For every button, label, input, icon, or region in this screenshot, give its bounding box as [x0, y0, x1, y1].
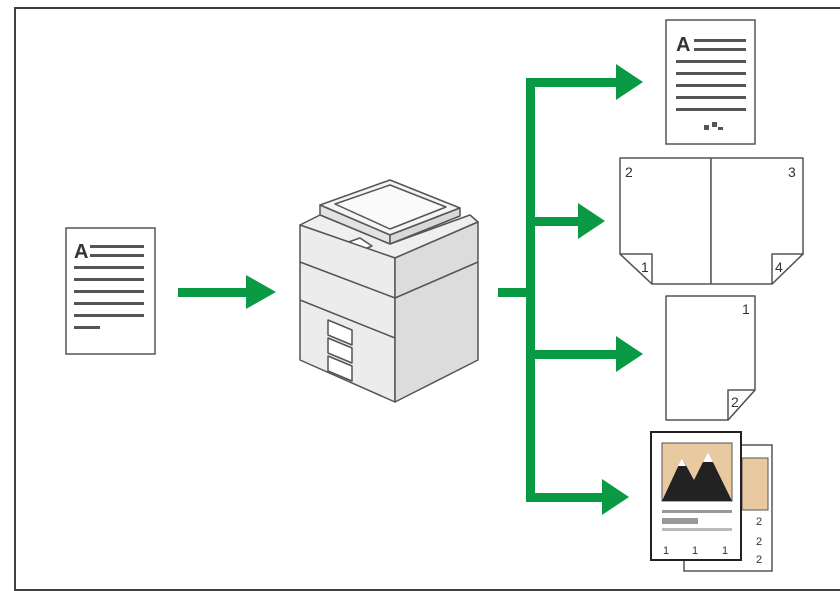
front-number-3: 1 — [722, 545, 728, 557]
source-document-icon: A — [65, 227, 156, 355]
booklet-icon: 2 3 1 4 — [619, 157, 804, 285]
single-page-number-2: 2 — [731, 394, 739, 410]
diagram-canvas: A — [65, 19, 804, 572]
input-arrow — [178, 275, 276, 309]
front-number-1: 1 — [663, 545, 669, 557]
source-document-letter: A — [74, 241, 88, 263]
output-branch-arrows — [498, 64, 643, 515]
booklet-page-2: 2 — [625, 164, 633, 180]
back-number-2: 2 — [756, 536, 762, 548]
booklet-page-3: 3 — [788, 164, 796, 180]
front-number-2: 1 — [692, 545, 698, 557]
single-page-number-1: 1 — [742, 301, 750, 317]
back-number-1: 2 — [756, 516, 762, 528]
output-document-letter: A — [676, 34, 690, 56]
booklet-page-1: 1 — [641, 259, 649, 275]
copier-icon — [299, 179, 479, 403]
back-number-3: 2 — [756, 554, 762, 566]
single-page-icon: 1 2 — [665, 295, 756, 421]
photo-copy-front-icon: 1 1 1 — [650, 431, 742, 561]
output-document-icon: A — [665, 19, 756, 145]
booklet-page-4: 4 — [775, 259, 783, 275]
